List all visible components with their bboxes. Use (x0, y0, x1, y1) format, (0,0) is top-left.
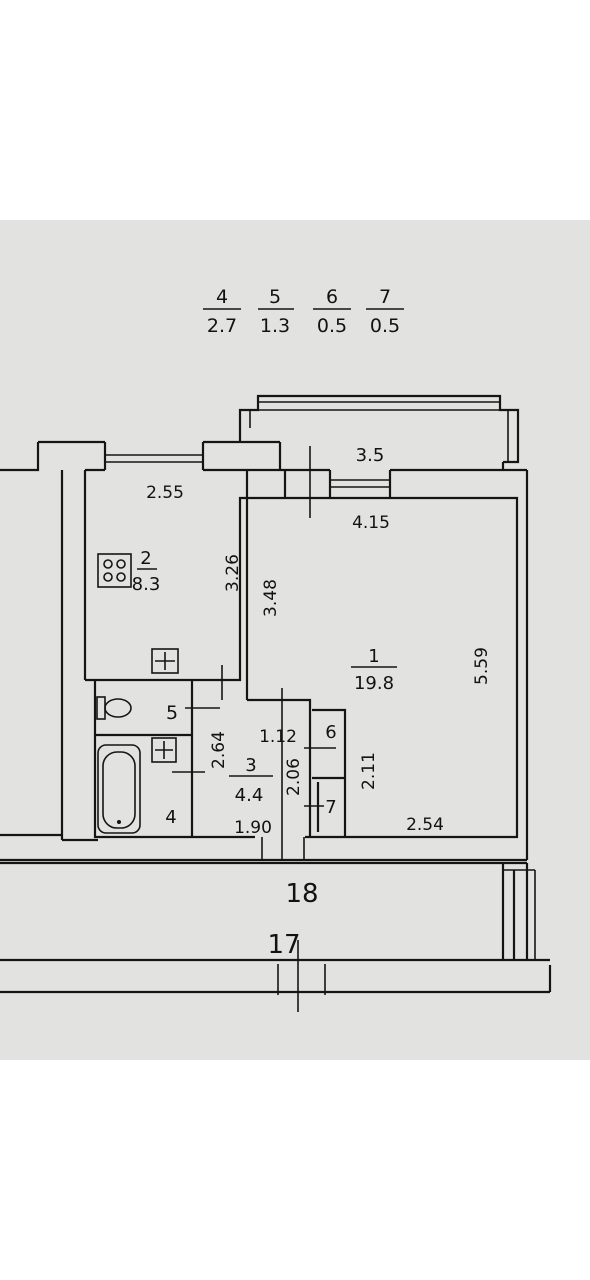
dim-living-top: 4.15 (352, 513, 390, 533)
closet-7-number: 7 (325, 797, 336, 818)
outer-walls (0, 440, 529, 860)
dim-hall-mid: 2.06 (284, 758, 304, 796)
hall-number: 3 (245, 755, 256, 776)
living-number: 1 (368, 646, 379, 667)
dim-closet-top: 1.12 (259, 727, 297, 747)
bath-number: 4 (165, 807, 176, 828)
axis-17: 17 (267, 930, 300, 960)
kitchen-number: 2 (140, 548, 151, 569)
kitchen: 2.55 3.26 2 8.3 (85, 470, 287, 700)
vent-shaft-bath-icon (151, 737, 177, 763)
dim-living-inner: 2.11 (359, 752, 379, 790)
area-legend: 4 2.7 5 1.3 6 0.5 7 0.5 (203, 286, 404, 337)
legend-num-7: 7 (379, 286, 391, 308)
legend-area-5: 1.3 (260, 315, 290, 337)
living-room: 3.5 4.15 3.48 5.59 1 19.8 2.11 2.54 (245, 445, 519, 839)
dim-living-right: 5.59 (472, 647, 492, 685)
dim-hall-left: 2.64 (209, 731, 229, 769)
dim-kitchen-right: 3.26 (223, 554, 243, 592)
stove-icon (97, 553, 132, 588)
hall: 2.64 3 4.4 1.12 2.06 1.90 6 7 (192, 688, 347, 860)
hall-area: 4.4 (235, 785, 264, 806)
corridor: 18 17 (0, 858, 552, 1012)
vent-shaft-icon (151, 648, 179, 674)
bathroom-block: 5 4 (93, 680, 220, 839)
dim-living-left: 3.48 (261, 579, 281, 617)
closet-6-number: 6 (325, 722, 336, 743)
balcony (238, 394, 520, 470)
legend-area-6: 0.5 (317, 315, 347, 337)
legend-num-6: 6 (326, 286, 338, 308)
legend-area-4: 2.7 (207, 315, 237, 337)
kitchen-area: 8.3 (132, 574, 161, 595)
toilet-icon (96, 696, 132, 720)
legend-num-4: 4 (216, 286, 228, 308)
dim-hall-bottom: 1.90 (234, 818, 272, 838)
living-area: 19.8 (354, 673, 394, 694)
legend-area-7: 0.5 (370, 315, 400, 337)
axis-18: 18 (285, 879, 318, 909)
dim-kitchen-top: 2.55 (146, 483, 184, 503)
toilet-number: 5 (166, 702, 178, 724)
dim-balcony-width: 3.5 (356, 445, 385, 466)
floor-plan-photo (0, 220, 590, 1060)
dim-living-bottom: 2.54 (406, 815, 444, 835)
legend-num-5: 5 (269, 286, 281, 308)
bathtub-icon (97, 744, 141, 834)
